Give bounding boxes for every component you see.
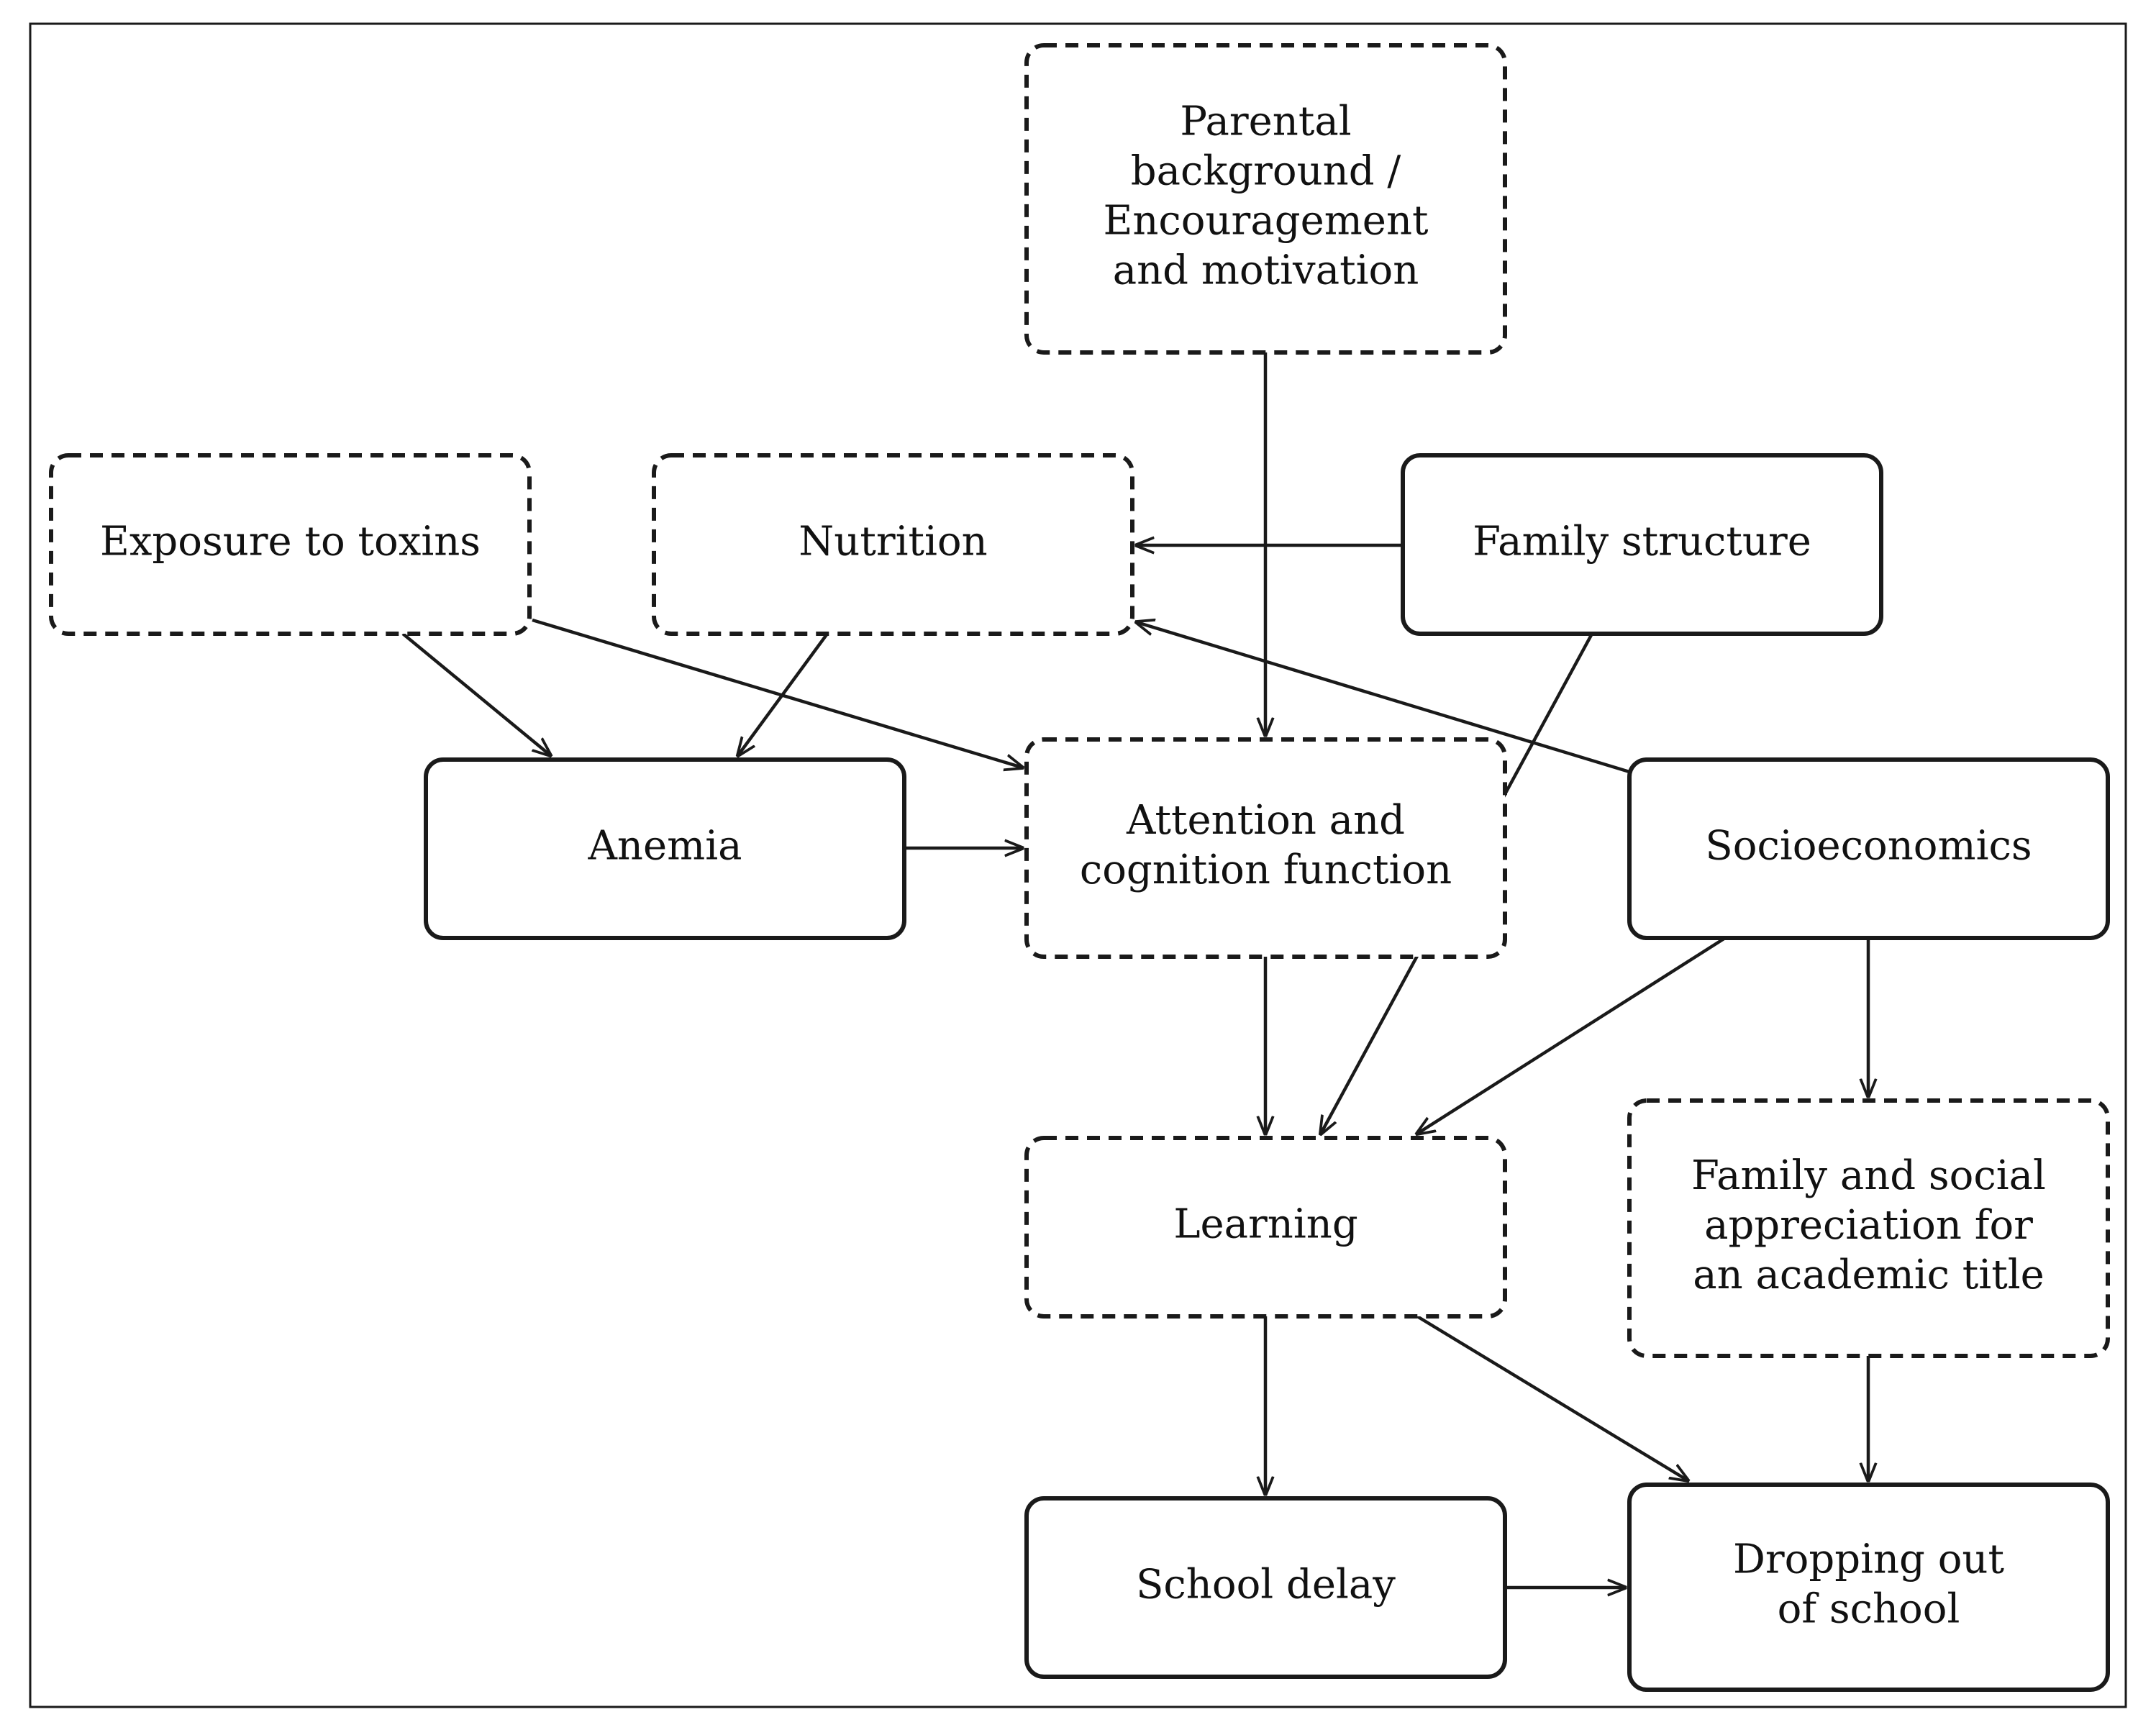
node-delay: School delay: [1024, 1496, 1507, 1679]
node-parental-label-line: and motivation: [1113, 247, 1419, 294]
node-parental-label-line: Parental: [1180, 99, 1351, 145]
node-attention-label-line: cognition function: [1080, 847, 1452, 893]
node-attention-box: [1024, 737, 1507, 959]
node-nutrition-box: [652, 453, 1134, 636]
figure-frame: [29, 22, 2127, 1708]
node-anemia: Anemia: [424, 757, 906, 940]
node-anemia-label-line: Anemia: [587, 823, 742, 870]
node-toxins-box: [49, 453, 532, 636]
edges-layer: [401, 352, 1868, 1588]
node-family-box: [1401, 453, 1883, 636]
arrow-learning-to-dropout: [1416, 1315, 1688, 1480]
arrow-toxins-to-anemia: [401, 632, 550, 755]
node-socio-label-line: Socioeconomics: [1705, 823, 2032, 870]
node-appreciation-label-line: an academic title: [1693, 1252, 2044, 1298]
node-family-label-line: Family structure: [1473, 519, 1811, 565]
node-learning-box: [1024, 1136, 1507, 1319]
node-dropout-label-line: of school: [1778, 1586, 1960, 1633]
node-delay-box: [1024, 1496, 1507, 1679]
node-attention-label-line: Attention and: [1126, 797, 1405, 844]
node-parental-box: [1024, 43, 1507, 355]
node-toxins-label-line: Exposure to toxins: [100, 519, 481, 565]
node-toxins: Exposure to toxins: [49, 453, 532, 636]
node-nutrition-label-line: Nutrition: [799, 519, 987, 565]
node-appreciation-label-line: Family and social: [1691, 1152, 2046, 1199]
node-nutrition: Nutrition: [652, 453, 1134, 636]
node-appreciation-box: [1627, 1098, 2110, 1358]
arrow-nutrition-to-anemia: [738, 632, 829, 755]
node-family: Family structure: [1401, 453, 1883, 636]
node-anemia-box: [424, 757, 906, 940]
node-parental-label-line: Encouragement: [1103, 198, 1429, 245]
arrow-toxins-to-attention: [532, 618, 1022, 768]
node-socio-box: [1627, 757, 2110, 940]
arrow-socio-to-nutrition: [1137, 622, 1630, 774]
node-learning: Learning: [1024, 1136, 1507, 1319]
node-appreciation-label-line: appreciation for: [1704, 1202, 2033, 1249]
arrow-socio-to-learning: [1417, 937, 1727, 1134]
node-delay-label-line: School delay: [1136, 1562, 1396, 1608]
node-dropout-box: [1627, 1483, 2110, 1692]
node-dropout-label-line: Dropping out: [1733, 1536, 2004, 1583]
node-socio: Socioeconomics: [1627, 757, 2110, 940]
node-parental-label-line: background /: [1131, 148, 1401, 195]
node-learning-label-line: Learning: [1173, 1201, 1357, 1248]
